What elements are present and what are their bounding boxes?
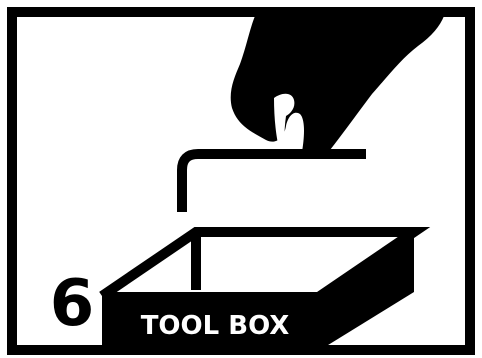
toolbox-label: TOOL BOX: [104, 306, 326, 346]
step-number: 6: [46, 272, 98, 336]
